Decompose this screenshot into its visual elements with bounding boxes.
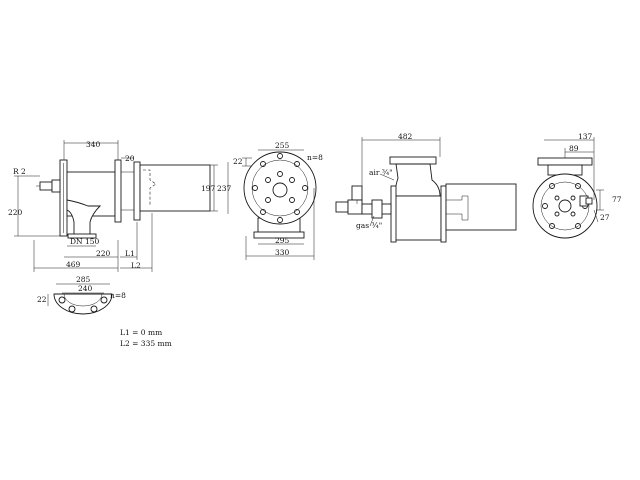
label-gas: gas ¾" <box>356 221 382 230</box>
right-blast-tube <box>445 183 517 231</box>
dim-27: 27 <box>600 213 610 222</box>
dim-137: 137 <box>578 132 593 141</box>
right-side-view: 482 air ¾" gas ¾" <box>335 132 517 243</box>
right-front-top-flange <box>537 157 593 166</box>
dim-295: 295 <box>275 236 290 245</box>
dim-dn150: DN 150 <box>70 237 100 246</box>
right-front-center-port <box>558 199 572 213</box>
gas-connection <box>335 201 349 213</box>
flange-bolt-hole <box>68 305 76 313</box>
dim-285: 285 <box>76 275 91 284</box>
dim-22: 22 <box>233 157 243 166</box>
top-inlet-elbow <box>393 163 441 197</box>
pipe-connection <box>39 181 53 191</box>
dim-20: 20 <box>125 154 135 163</box>
note-l1: L1 = 0 mm <box>120 328 162 337</box>
right-front-flange-circle <box>532 173 598 239</box>
dim-255: 255 <box>275 141 290 150</box>
right-mount-flange <box>390 185 397 243</box>
air-connection <box>351 185 363 201</box>
dim-77: 77 <box>612 195 622 204</box>
side-view: 340 20 R 2 220 197 237 DN 150 220 L1 L2 … <box>8 140 232 272</box>
dim-237: 237 <box>217 184 232 193</box>
flange-bolt-hole <box>90 305 98 313</box>
dim-340: 340 <box>86 140 101 149</box>
note-l2: L2 = 335 mm <box>120 339 172 348</box>
dim-22: 22 <box>37 295 47 304</box>
front-view: 255 22 n=8 295 330 <box>233 141 323 260</box>
right-housing <box>394 195 442 241</box>
label-air: air ¾" <box>369 168 393 177</box>
dim-n8: n=8 <box>307 153 323 162</box>
right-front-view: 137 89 77 27 <box>532 132 622 239</box>
tube-flange <box>133 161 141 221</box>
dim-197: 197 <box>201 184 216 193</box>
dim-330: 330 <box>275 248 290 257</box>
dim-l1: L1 <box>125 249 135 258</box>
flange-bolt-hole <box>100 296 108 304</box>
flange-view: 285 240 22 n=8 <box>37 275 126 315</box>
front-center-port <box>272 182 288 198</box>
front-flange-circle <box>243 151 317 225</box>
dim-469: 469 <box>66 260 81 269</box>
dim-89: 89 <box>569 144 579 153</box>
dim-220-horizontal: 220 <box>96 249 111 258</box>
dim-r2: R 2 <box>13 167 26 176</box>
gas-inlet-flange <box>67 233 97 239</box>
flange-bolt-hole <box>58 296 66 304</box>
flange-half-outline <box>53 293 113 315</box>
gas-inlet-elbow <box>66 199 102 237</box>
blast-tube <box>139 164 211 212</box>
dim-240: 240 <box>78 284 93 293</box>
dim-n8: n=8 <box>110 291 126 300</box>
top-inlet-flange <box>389 156 437 165</box>
housing-flange <box>114 159 122 223</box>
dim-l2: L2 <box>131 261 141 270</box>
dim-482: 482 <box>398 132 413 141</box>
dim-220-vertical: 220 <box>8 208 23 217</box>
